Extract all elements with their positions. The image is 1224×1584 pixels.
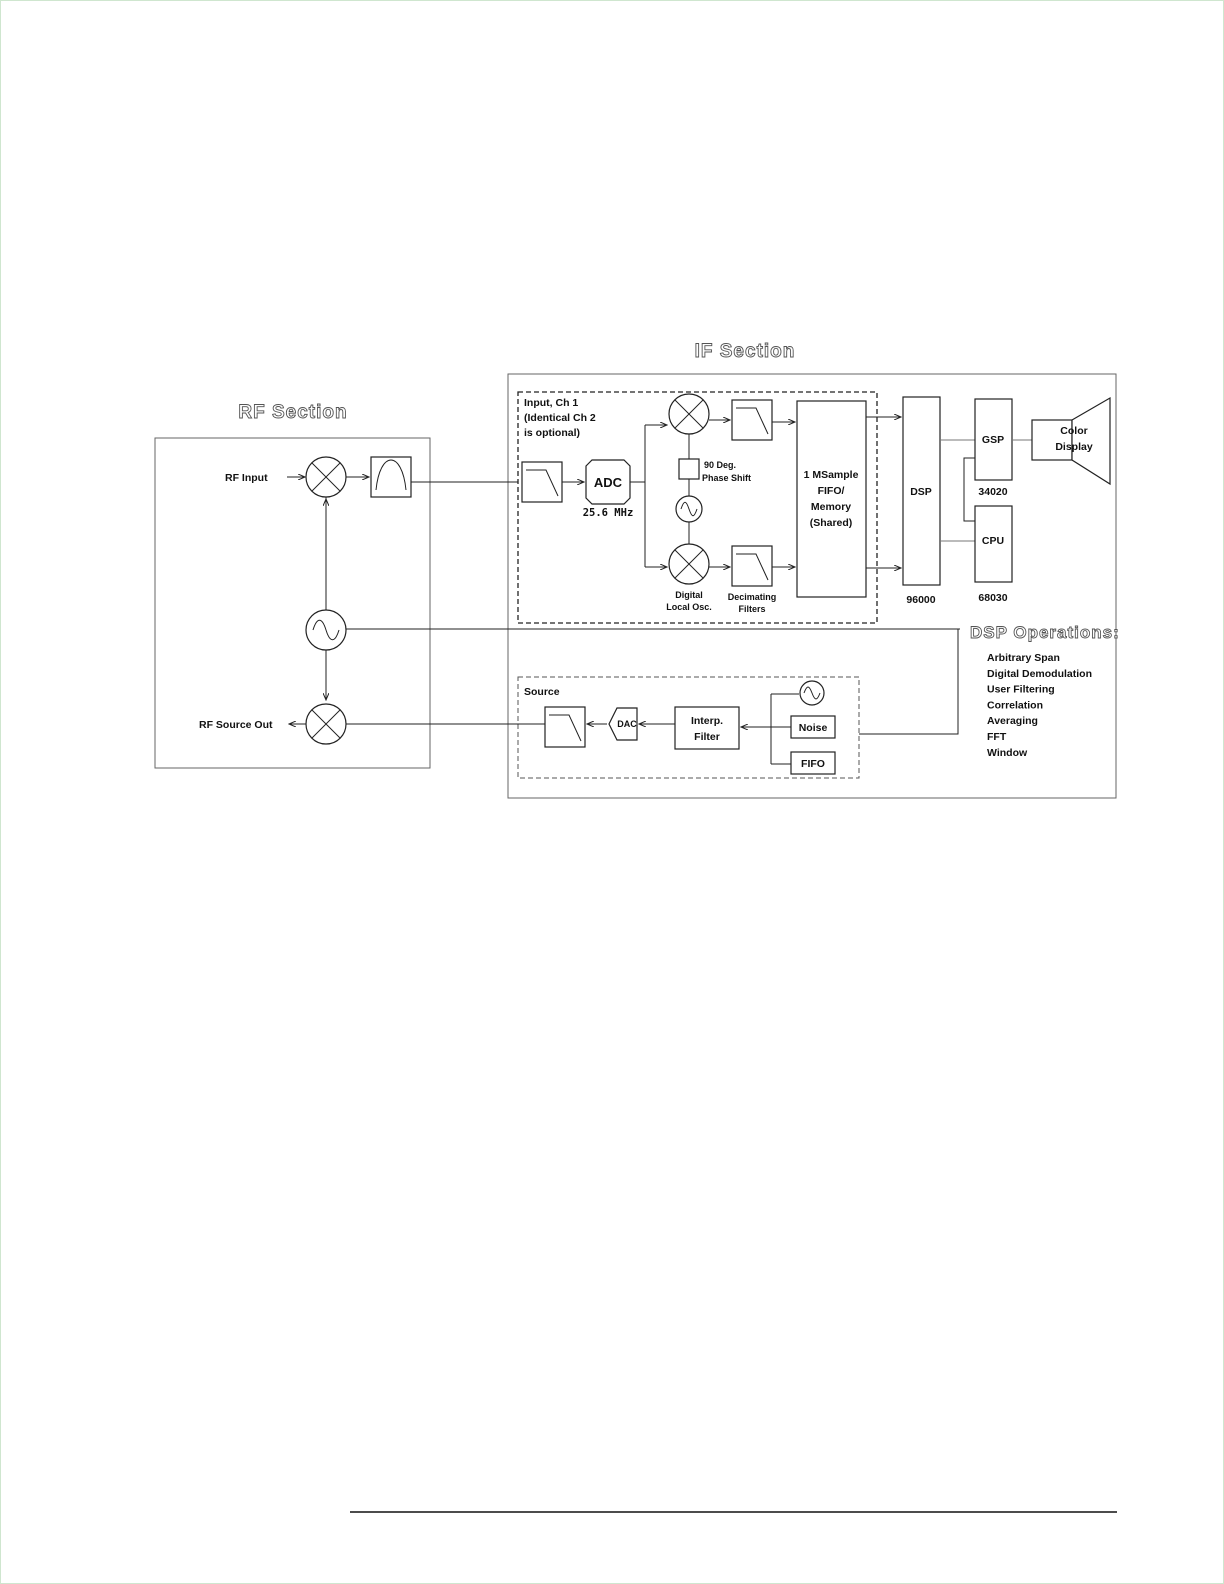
decimating-filters-label-1: Decimating <box>728 592 777 602</box>
memory-label-3: Memory <box>811 501 851 513</box>
display-label-2: Display <box>1055 441 1093 453</box>
input-channel-label-1: Input, Ch 1 <box>524 397 578 409</box>
dsp-operation-item: FFT <box>987 731 1007 743</box>
dsp-block: DSP <box>902 396 941 586</box>
digital-lo-label-1: Digital <box>675 590 703 600</box>
dac-label: DAC <box>617 719 637 729</box>
dsp-operation-item: User Filtering <box>987 684 1055 696</box>
gsp-label: GSP <box>982 434 1004 446</box>
phase-shift-label-1: 90 Deg. <box>704 460 736 470</box>
input-channel-label-2: (Identical Ch 2 <box>524 412 596 424</box>
dsp-operations-heading: DSP Operations: <box>970 623 1120 642</box>
cpu-label: CPU <box>982 535 1004 547</box>
dsp-operation-item: Arbitrary Span <box>987 652 1060 664</box>
interp-filter-label-2: Filter <box>694 731 720 743</box>
source-oscillator-icon <box>799 680 825 706</box>
noise-source-block: Noise <box>790 715 836 739</box>
input-channel-box <box>517 391 878 624</box>
adc-label: ADC <box>594 475 623 490</box>
input-channel-label-3: is optional) <box>524 427 580 439</box>
adc-block: ADC <box>585 459 631 505</box>
cpu-part-label: 68030 <box>978 592 1007 604</box>
fifo-label: FIFO <box>801 758 825 770</box>
dac-block: DAC <box>608 707 638 741</box>
interp-filter-label-1: Interp. <box>691 715 723 727</box>
source-label: Source <box>524 686 560 698</box>
input-lowpass-filter-icon <box>521 461 563 503</box>
source-box <box>517 676 860 779</box>
decimating-filters-label-2: Filters <box>738 604 765 614</box>
digital-lo-oscillator-icon <box>675 495 703 523</box>
rf-input-label: RF Input <box>225 472 268 484</box>
fifo-source-block: FIFO <box>790 751 836 775</box>
dsp-part-label: 96000 <box>906 594 935 606</box>
rf-source-mixer-icon <box>305 703 347 745</box>
memory-label-1: 1 MSample <box>804 469 859 481</box>
adc-rate-label: 25.6 MHz <box>583 507 634 519</box>
lower-mixer-icon <box>668 543 710 585</box>
dsp-to-source-line <box>859 629 959 735</box>
if-section-heading: IF Section <box>695 341 796 362</box>
gsp-block: GSP <box>974 398 1013 481</box>
if-section-box <box>507 373 1117 799</box>
memory-label-4: (Shared) <box>810 517 853 529</box>
dsp-operation-item: Window <box>987 747 1028 759</box>
upper-decimating-filter-icon <box>731 399 773 441</box>
rf-input-mixer-icon <box>305 456 347 498</box>
phase-shift-label-2: Phase Shift <box>702 473 751 483</box>
dsp-operation-item: Correlation <box>987 699 1043 711</box>
fifo-memory-block: 1 MSample FIFO/ Memory (Shared) <box>796 400 867 598</box>
source-lowpass-filter-icon <box>544 706 586 748</box>
upper-mixer-icon <box>668 393 710 435</box>
dsp-operation-item: Digital Demodulation <box>987 668 1092 680</box>
color-display-icon: Color Display <box>1031 396 1111 486</box>
lower-decimating-filter-icon <box>731 545 773 587</box>
cpu-block: CPU <box>974 505 1013 583</box>
rf-section-heading: RF Section <box>238 402 347 423</box>
noise-label: Noise <box>799 722 828 734</box>
gsp-part-label: 34020 <box>978 486 1007 498</box>
rf-source-out-label: RF Source Out <box>199 719 273 731</box>
dsp-operation-item: Averaging <box>987 715 1038 727</box>
dsp-label: DSP <box>910 486 932 498</box>
rf-oscillator-icon <box>305 609 347 651</box>
interp-filter-block: Interp. Filter <box>674 706 740 750</box>
phase-shift-block <box>678 458 700 480</box>
rf-section-box <box>154 437 431 769</box>
rf-bandpass-filter-icon <box>370 456 412 498</box>
digital-lo-label-2: Local Osc. <box>666 602 712 612</box>
memory-label-2: FIFO/ <box>818 485 845 497</box>
gsp-cpu-bus <box>963 457 975 522</box>
display-label-1: Color <box>1060 425 1087 437</box>
